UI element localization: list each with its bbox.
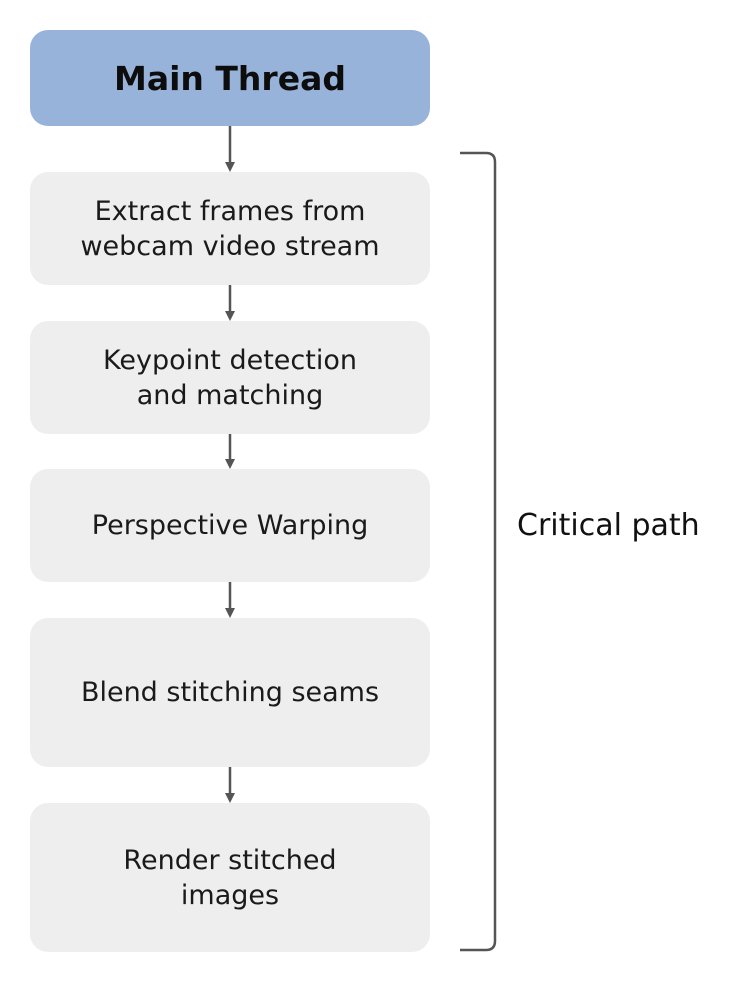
step-render-images: Render stitched images [30,803,430,952]
main-thread-header: Main Thread [30,30,430,126]
critical-path-bracket [460,151,497,952]
step-label: Blend stitching seams [80,677,380,708]
step-label: Render stitched images [123,844,337,911]
critical-path-label: Critical path [517,508,700,543]
step-perspective-warping: Perspective Warping [30,469,430,582]
step-label: Extract frames from webcam video stream [80,195,380,262]
step-extract-frames: Extract frames from webcam video stream [30,172,430,285]
main-thread-title: Main Thread [114,58,346,98]
step-blend-seams: Blend stitching seams [30,618,430,767]
step-keypoint-detection: Keypoint detection and matching [30,321,430,434]
step-label: Keypoint detection and matching [103,344,357,411]
step-label: Perspective Warping [91,510,369,541]
